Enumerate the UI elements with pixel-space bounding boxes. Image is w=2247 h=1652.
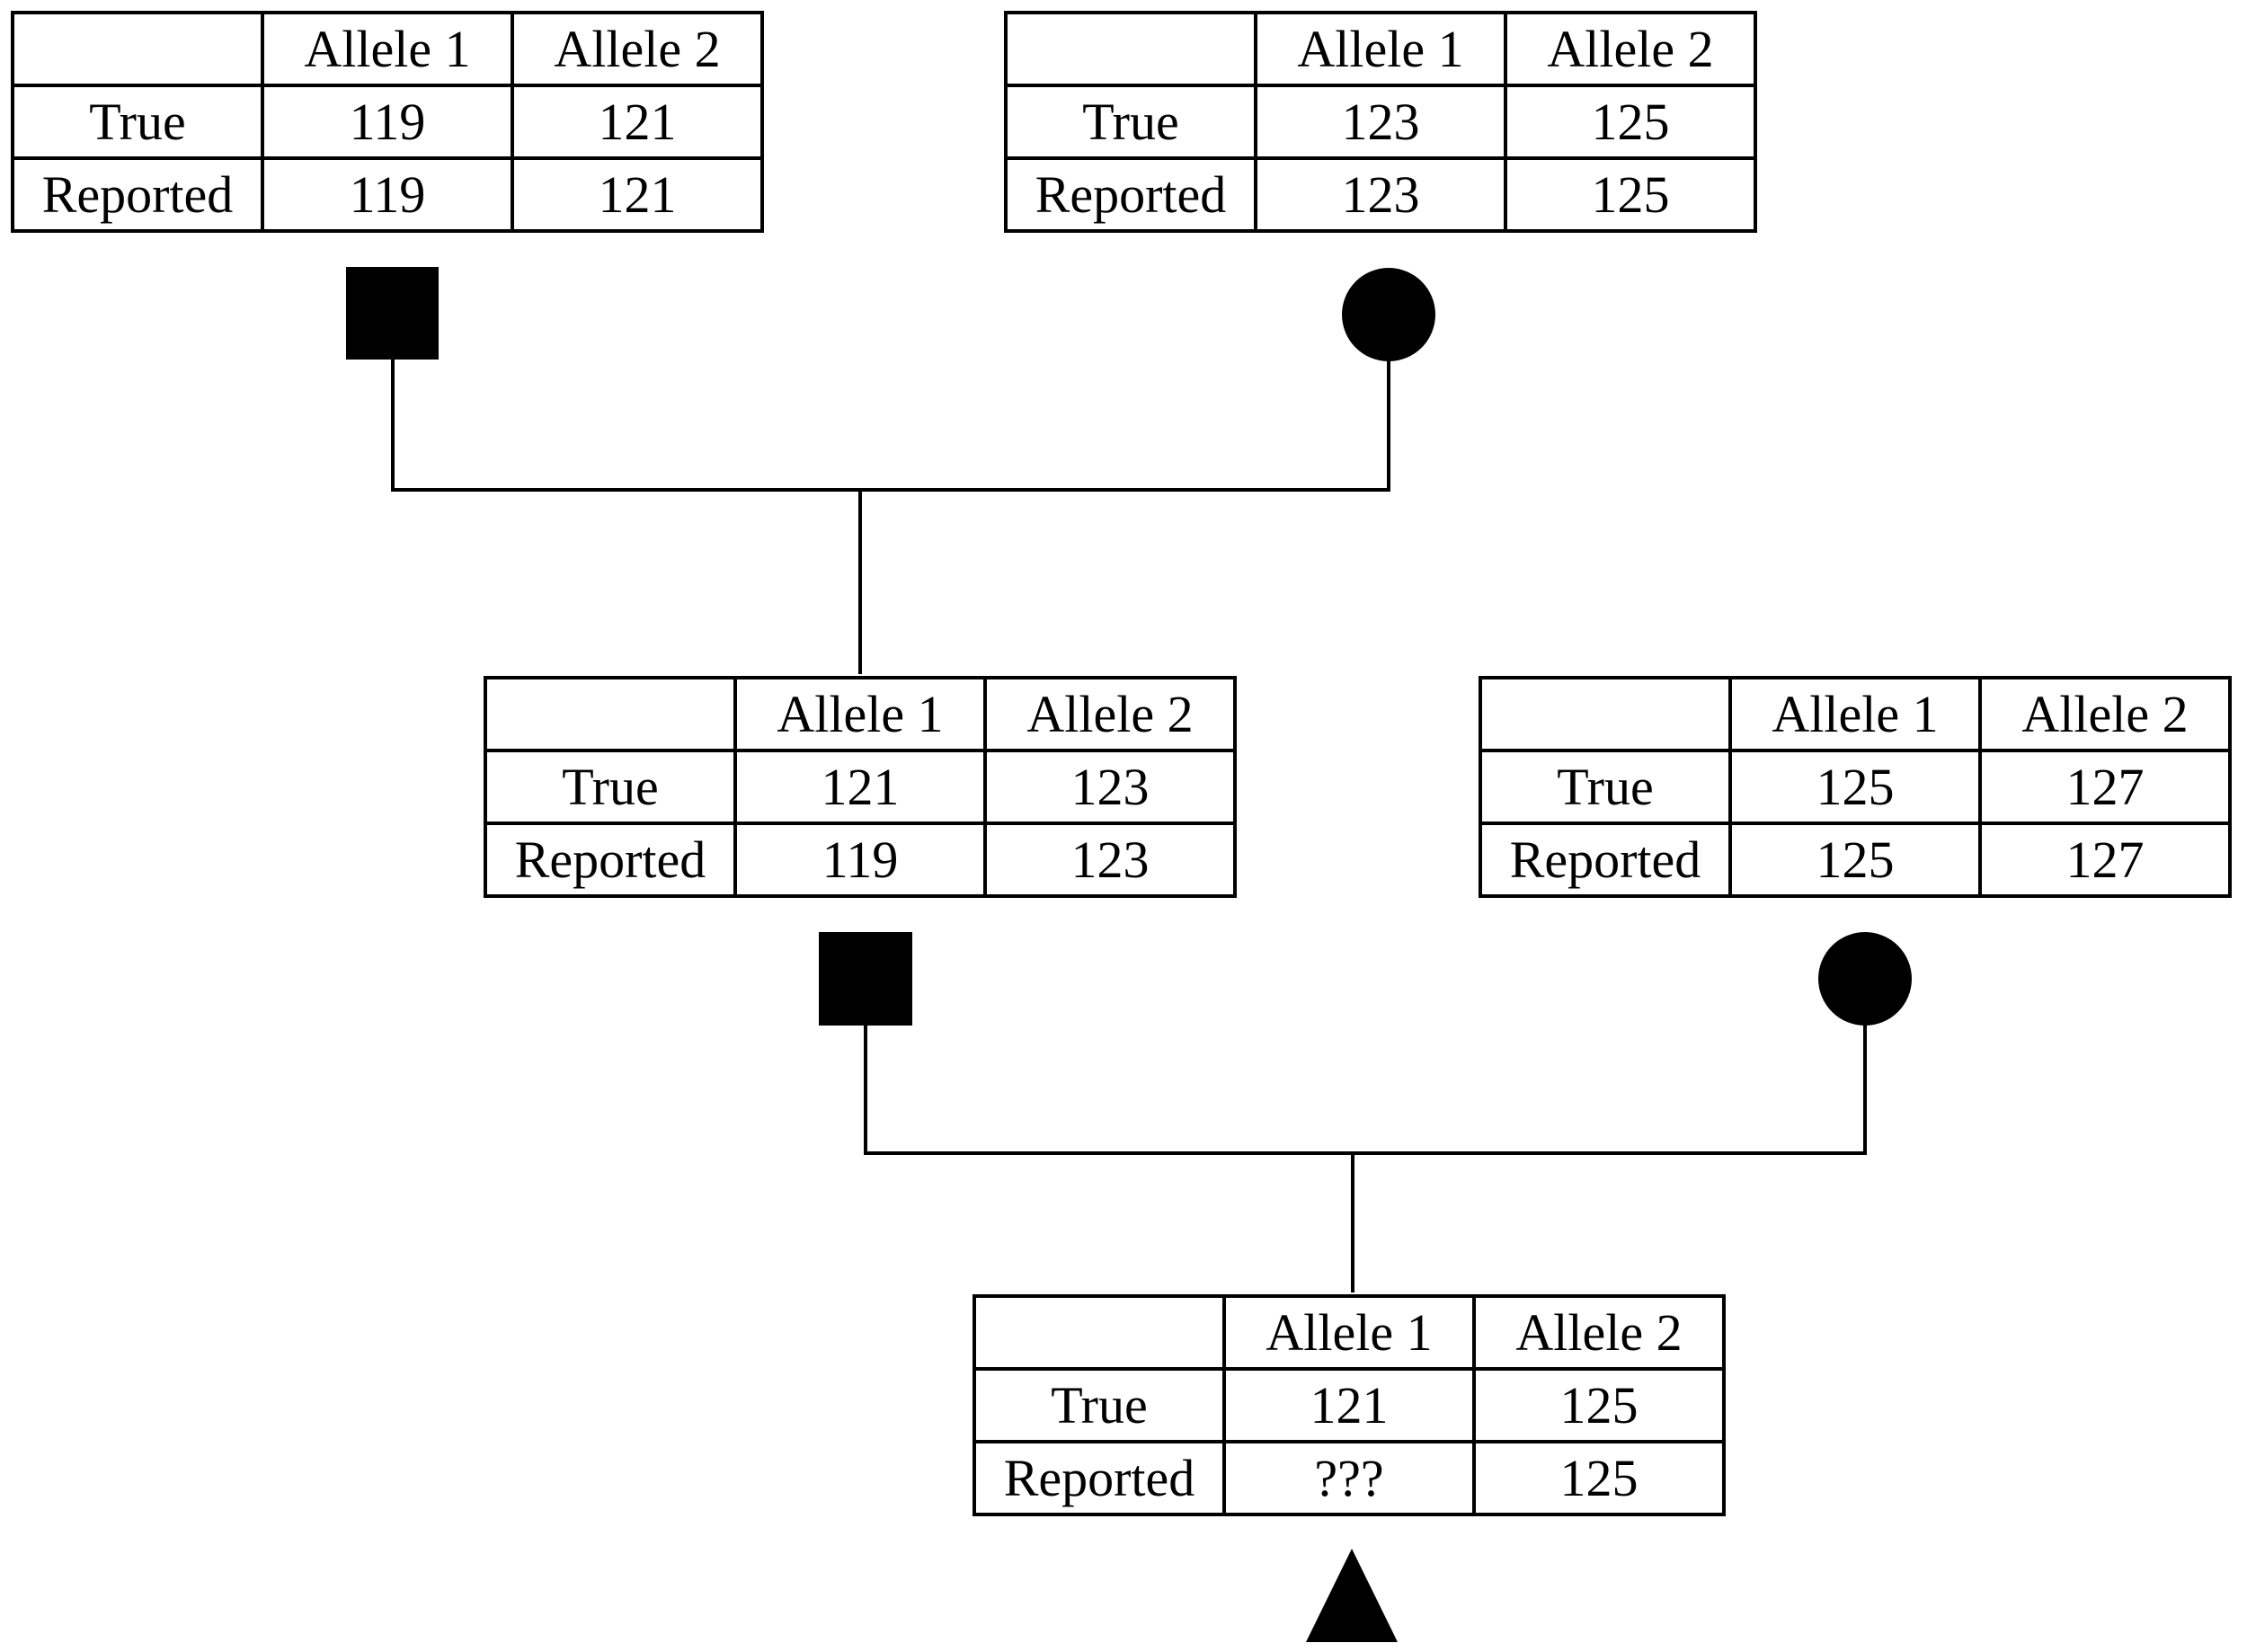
grandmother-female-symbol: [1342, 268, 1435, 361]
reported-allele-2: 125: [1472, 1440, 1726, 1516]
true-allele-1: 121: [1222, 1367, 1476, 1443]
allele-2-header: Allele 2: [1472, 1294, 1726, 1371]
grandfather-genotype-table: Allele 1 Allele 2 True 119 121 Reported …: [11, 11, 764, 233]
allele-2-header: Allele 2: [1978, 676, 2232, 752]
header-corner-cell: [484, 676, 737, 752]
reported-row-label: Reported: [973, 1440, 1226, 1516]
true-allele-1: 121: [733, 749, 987, 825]
true-row-label: True: [11, 84, 264, 160]
reported-allele-2: 123: [983, 822, 1237, 898]
reported-row-label: Reported: [1479, 822, 1732, 898]
reported-row-label: Reported: [484, 822, 737, 898]
allele-2-header: Allele 2: [511, 11, 764, 87]
header-corner-cell: [1004, 11, 1257, 87]
grandmother-genotype-table: Allele 1 Allele 2 True 123 125 Reported …: [1004, 11, 1757, 233]
allele-2-header: Allele 2: [983, 676, 1237, 752]
true-row-label: True: [1479, 749, 1732, 825]
true-allele-2: 121: [511, 84, 764, 160]
father-male-symbol: [819, 932, 912, 1026]
allele-1-header: Allele 1: [1222, 1294, 1476, 1371]
true-row-label: True: [484, 749, 737, 825]
true-allele-2: 125: [1472, 1367, 1726, 1443]
true-allele-1: 119: [261, 84, 514, 160]
reported-allele-2: 121: [511, 156, 764, 233]
true-allele-1: 125: [1728, 749, 1982, 825]
reported-allele-1: 119: [261, 156, 514, 233]
reported-allele-2: 125: [1504, 156, 1757, 233]
father-genotype-table: Allele 1 Allele 2 True 121 123 Reported …: [484, 676, 1237, 898]
reported-allele-2: 127: [1978, 822, 2232, 898]
true-allele-2: 123: [983, 749, 1237, 825]
reported-allele-1: 119: [733, 822, 987, 898]
header-corner-cell: [11, 11, 264, 87]
mother-genotype-table: Allele 1 Allele 2 True 125 127 Reported …: [1479, 676, 2232, 898]
allele-2-header: Allele 2: [1504, 11, 1757, 87]
grandfather-male-symbol: [346, 267, 439, 360]
allele-1-header: Allele 1: [1254, 11, 1507, 87]
child-unknown-sex-symbol: [1306, 1549, 1398, 1642]
header-corner-cell: [973, 1294, 1226, 1371]
reported-allele-1: ???: [1222, 1440, 1476, 1516]
child-genotype-table: Allele 1 Allele 2 True 121 125 Reported …: [973, 1294, 1726, 1516]
allele-1-header: Allele 1: [733, 676, 987, 752]
parents-mating-line: [864, 1025, 1867, 1155]
reported-row-label: Reported: [11, 156, 264, 233]
mother-female-symbol: [1818, 932, 1912, 1026]
allele-1-header: Allele 1: [261, 11, 514, 87]
reported-allele-1: 123: [1254, 156, 1507, 233]
true-allele-1: 123: [1254, 84, 1507, 160]
true-allele-2: 125: [1504, 84, 1757, 160]
true-row-label: True: [973, 1367, 1226, 1443]
true-allele-2: 127: [1978, 749, 2232, 825]
reported-allele-1: 125: [1728, 822, 1982, 898]
reported-row-label: Reported: [1004, 156, 1257, 233]
true-row-label: True: [1004, 84, 1257, 160]
grandparents-mating-line: [391, 360, 1390, 492]
header-corner-cell: [1479, 676, 1732, 752]
allele-1-header: Allele 1: [1728, 676, 1982, 752]
